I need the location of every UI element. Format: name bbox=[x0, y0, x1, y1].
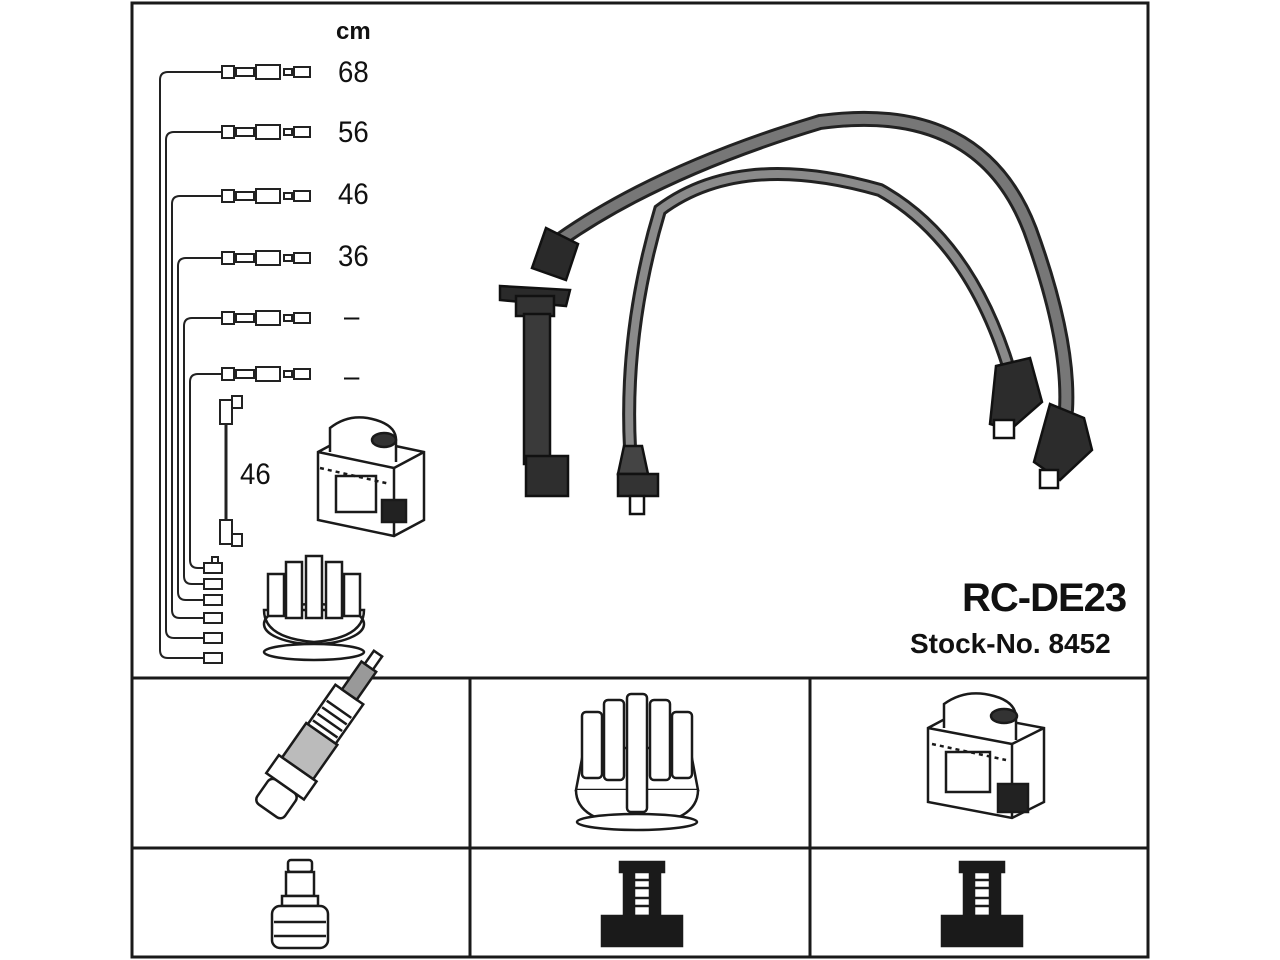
frame bbox=[130, 1, 1150, 959]
lead-connector-5 bbox=[221, 310, 311, 326]
lead-legend-wiring bbox=[159, 71, 222, 659]
lead-length-3: 46 bbox=[338, 178, 369, 211]
lead-length-6: – bbox=[344, 360, 360, 393]
legend-coil-icon bbox=[316, 416, 426, 538]
lead-connector-3 bbox=[221, 188, 311, 204]
plug-boot-right-1 bbox=[988, 356, 1044, 440]
unit-label: cm bbox=[336, 18, 371, 45]
lead-length-1: 68 bbox=[338, 56, 369, 89]
plug-boot-right-2 bbox=[1032, 402, 1094, 490]
lead-connector-4 bbox=[221, 250, 311, 266]
coil-lead-length: 46 bbox=[240, 458, 271, 491]
stock-number: Stock-No. 8452 bbox=[910, 628, 1111, 659]
coil-terminal-icon bbox=[940, 860, 1024, 948]
coil-lead-icon bbox=[219, 395, 243, 547]
ignition-coil-icon bbox=[926, 692, 1046, 820]
distributor-cap-icon bbox=[574, 692, 700, 832]
plug-boot-left bbox=[498, 226, 580, 498]
distributor-terminals bbox=[203, 556, 223, 664]
coil-boot bbox=[616, 444, 660, 516]
lead-connectors bbox=[221, 64, 311, 382]
lead-connector-6 bbox=[221, 366, 311, 382]
legend-distributor-cap-icon bbox=[262, 554, 366, 662]
distributor-terminal-icon bbox=[600, 860, 684, 948]
lead-connector-2 bbox=[221, 124, 311, 140]
product-model: RC-DE23 bbox=[962, 576, 1127, 620]
lead-length-5: – bbox=[344, 300, 360, 333]
spark-plug-icon bbox=[255, 648, 384, 820]
plug-terminal-icon bbox=[270, 858, 330, 950]
ignition-leads-illustration bbox=[498, 110, 1094, 516]
lead-length-4: 36 bbox=[338, 240, 369, 273]
lead-medium bbox=[622, 167, 1017, 455]
lead-connector-1 bbox=[221, 64, 311, 80]
lead-length-2: 56 bbox=[338, 116, 369, 149]
